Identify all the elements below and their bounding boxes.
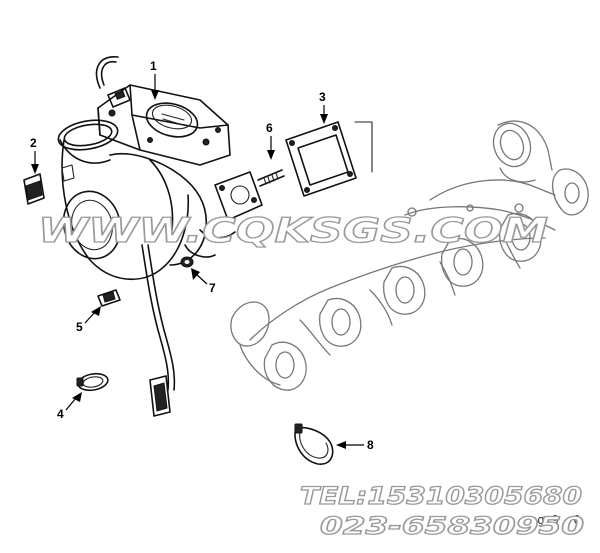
callout-arrow-4	[72, 392, 82, 402]
nut-part	[180, 256, 194, 268]
callouts: 1 2 3 4 5 6 7 8	[30, 59, 374, 452]
callout-leader-7	[195, 273, 208, 285]
clamp-part-4	[76, 372, 109, 392]
callout-label-2: 2	[30, 136, 37, 150]
callout-label-4: 4	[57, 407, 64, 421]
callout-label-3: 3	[319, 90, 326, 104]
callout-label-8: 8	[367, 438, 374, 452]
exhaust-manifold	[230, 120, 589, 391]
callout-arrow-7	[191, 268, 200, 280]
callout-leader-5	[84, 311, 96, 324]
watermark-phone: 023-65830950	[320, 512, 584, 540]
watermark-brand: WWW.CQKSGS.COM	[38, 211, 548, 251]
callout-arrow-1	[151, 90, 159, 100]
callout-label-5: 5	[76, 320, 83, 334]
callout-leader-4	[65, 397, 77, 411]
clamp-part-8	[294, 423, 334, 465]
callout-arrow-8	[336, 441, 346, 449]
figure-id: ng 9 r0	[530, 513, 581, 527]
callout-arrow-3	[320, 114, 328, 124]
callout-arrow-2	[31, 164, 39, 174]
callout-arrow-6	[267, 150, 275, 160]
callout-label-7: 7	[209, 281, 216, 295]
stud-part	[257, 169, 285, 187]
turbocharger-part	[23, 56, 263, 281]
gasket-part	[285, 121, 373, 197]
callout-arrow-5	[91, 306, 101, 316]
callout-label-1: 1	[150, 59, 157, 73]
watermark-tel: TEL:15310305680	[300, 482, 582, 510]
harness-part	[97, 244, 176, 417]
callout-label-6: 6	[266, 121, 273, 135]
